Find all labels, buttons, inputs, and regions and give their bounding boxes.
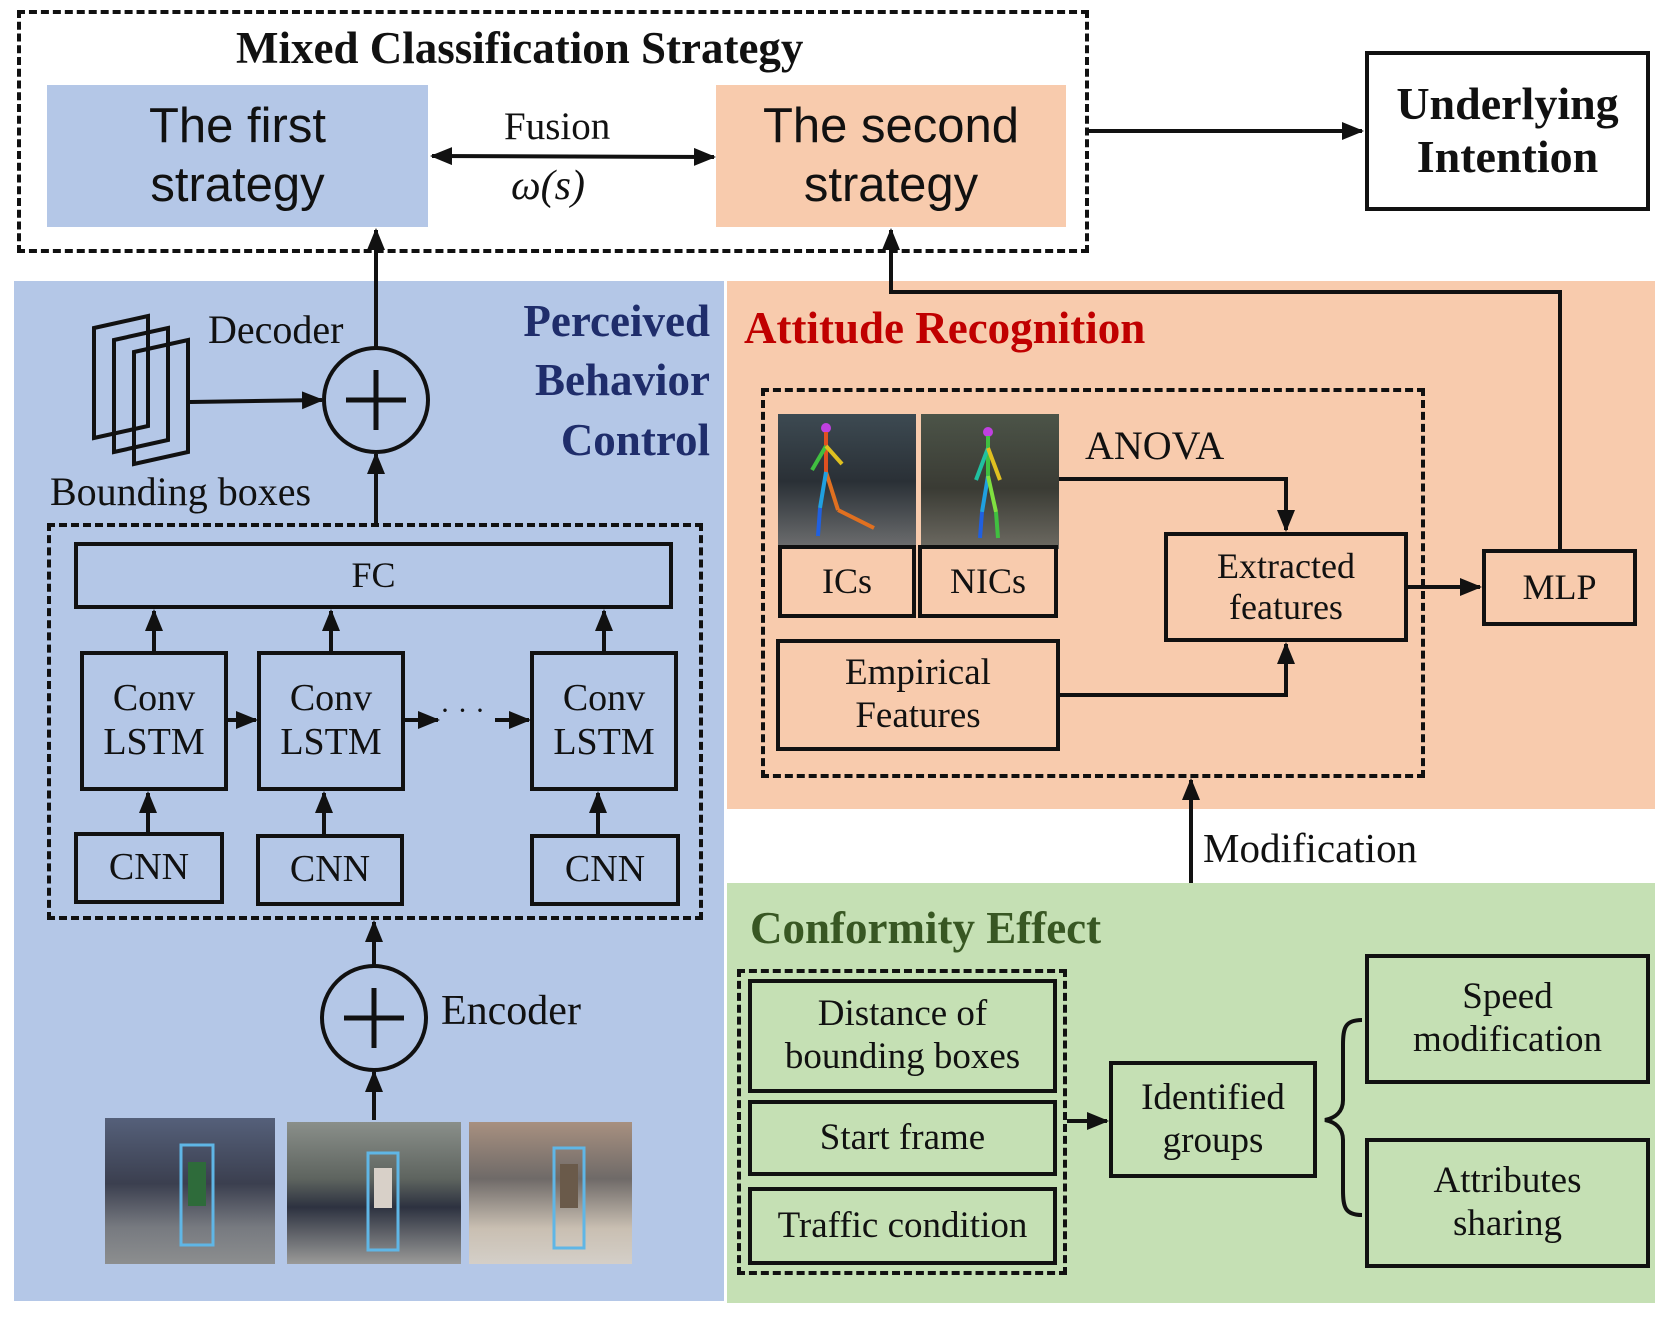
- underlying-intention-box: Underlying Intention: [1365, 51, 1650, 211]
- bounding-boxes-label: Bounding boxes: [50, 469, 312, 514]
- distance-box: Distance of bounding boxes: [748, 979, 1057, 1093]
- input-frame-2: [287, 1122, 461, 1264]
- fusion-label: Fusion: [504, 105, 611, 148]
- cnn-box-3: CNN: [530, 834, 680, 906]
- input-frame-3: [469, 1122, 632, 1264]
- fc-box: FC: [74, 542, 673, 609]
- identified-groups-box: Identified groups: [1109, 1061, 1317, 1178]
- sequence-ellipsis: · · ·: [440, 694, 485, 727]
- attributes-sharing-box: Attributes sharing: [1365, 1138, 1650, 1268]
- attitude-title: Attitude Recognition: [744, 303, 1146, 353]
- extracted-features-box: Extracted features: [1164, 532, 1408, 642]
- mixed-strategy-title: Mixed Classification Strategy: [236, 23, 804, 73]
- modification-label: Modification: [1203, 825, 1418, 871]
- omega-label: ω(s): [511, 163, 585, 209]
- speed-modification-box: Speed modification: [1365, 954, 1650, 1084]
- ics-box: ICs: [778, 545, 916, 618]
- cnn-box-1: CNN: [74, 832, 224, 904]
- mlp-box: MLP: [1482, 549, 1637, 626]
- pbc-title: Perceived Behavior Control: [523, 296, 710, 465]
- first-strategy-box: The first strategy: [47, 85, 428, 227]
- empirical-features-box: Empirical Features: [776, 639, 1060, 751]
- convlstm-box-2: Conv LSTM: [257, 651, 405, 791]
- conformity-effect-panel: [727, 883, 1655, 1303]
- convlstm-box-1: Conv LSTM: [80, 651, 228, 791]
- ics-pose-image: [778, 414, 916, 549]
- second-strategy-box: The second strategy: [716, 85, 1066, 227]
- cnn-box-2: CNN: [256, 834, 404, 906]
- decoder-label: Decoder: [208, 307, 344, 352]
- conformity-title: Conformity Effect: [750, 903, 1102, 953]
- convlstm-box-3: Conv LSTM: [530, 651, 678, 791]
- start-frame-box: Start frame: [748, 1100, 1057, 1176]
- convlstm-frame: [47, 523, 703, 920]
- nics-box: NICs: [918, 545, 1058, 618]
- nics-pose-image: [921, 414, 1059, 549]
- traffic-condition-box: Traffic condition: [748, 1187, 1057, 1265]
- mixed-strategy-frame: [17, 10, 1089, 253]
- anova-label: ANOVA: [1085, 423, 1225, 468]
- conformity-frame: [737, 969, 1067, 1275]
- input-frame-1: [105, 1118, 275, 1264]
- encoder-label: Encoder: [441, 988, 581, 1034]
